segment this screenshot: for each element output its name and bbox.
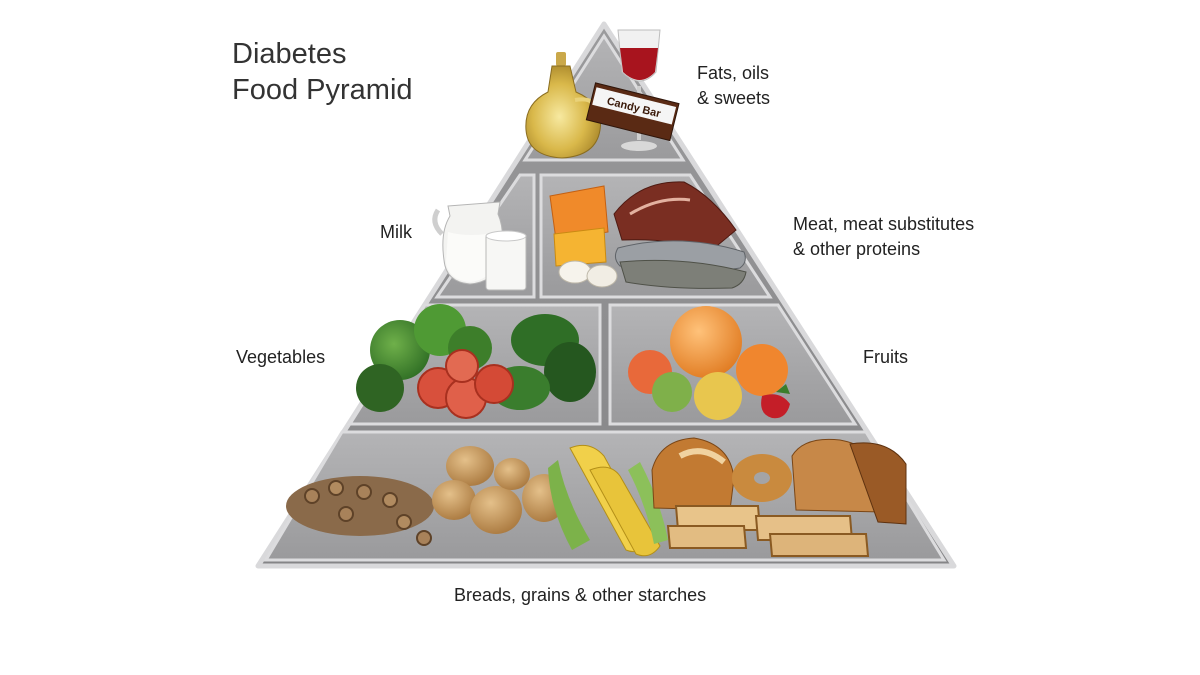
label-fruits: Fruits [863, 347, 908, 367]
wine-glass-icon [617, 29, 661, 151]
label-breads-grains-starches: Breads, grains & other starches [454, 585, 707, 605]
meat-foods-illustration [549, 181, 747, 289]
cereal-icon [286, 476, 434, 546]
lettuce-icon [356, 304, 492, 412]
candy-bar-icon: Candy Bar [585, 82, 680, 142]
label-fats-line-2: & sweets [697, 88, 771, 108]
title-line-1: Diabetes [232, 38, 347, 70]
breads-illustration [286, 437, 907, 557]
strawberry-icon [761, 384, 790, 419]
label-milk: Milk [380, 222, 412, 242]
label-meat-proteins: Meat, meat substitutes & other proteins [793, 212, 974, 262]
raisin-bread-icon [791, 438, 907, 525]
orange-icon [736, 344, 788, 396]
milk-foods-illustration [432, 201, 527, 291]
lime-icon [652, 372, 692, 412]
apple-icon [694, 372, 742, 420]
potatoes-icon [432, 446, 566, 534]
label-fats-oils-sweets: Fats, oils & sweets [697, 61, 770, 111]
label-meat-line-2: & other proteins [793, 239, 921, 259]
cheese-icon [549, 185, 609, 267]
bagel-icon [732, 454, 792, 502]
diagram-title: Diabetes Food Pyramid [232, 36, 413, 108]
bread-slices-icon [666, 505, 870, 557]
fruits-illustration [628, 306, 790, 420]
label-meat-line-1: Meat, meat substitutes [793, 214, 975, 234]
corn-icon [548, 444, 668, 557]
fish-icon [614, 240, 747, 289]
title-line-2: Food Pyramid [232, 74, 413, 106]
tomato-slices-icon [417, 349, 514, 419]
eggs-icon [558, 260, 618, 288]
grapefruit-icon [670, 306, 742, 378]
milk-glass-icon [485, 230, 527, 291]
vegetables-illustration [356, 304, 596, 419]
label-fats-line-1: Fats, oils [697, 63, 770, 83]
steak-icon [613, 181, 737, 251]
label-vegetables: Vegetables [236, 347, 326, 367]
fats-foods-illustration: Candy Bar [525, 29, 680, 159]
